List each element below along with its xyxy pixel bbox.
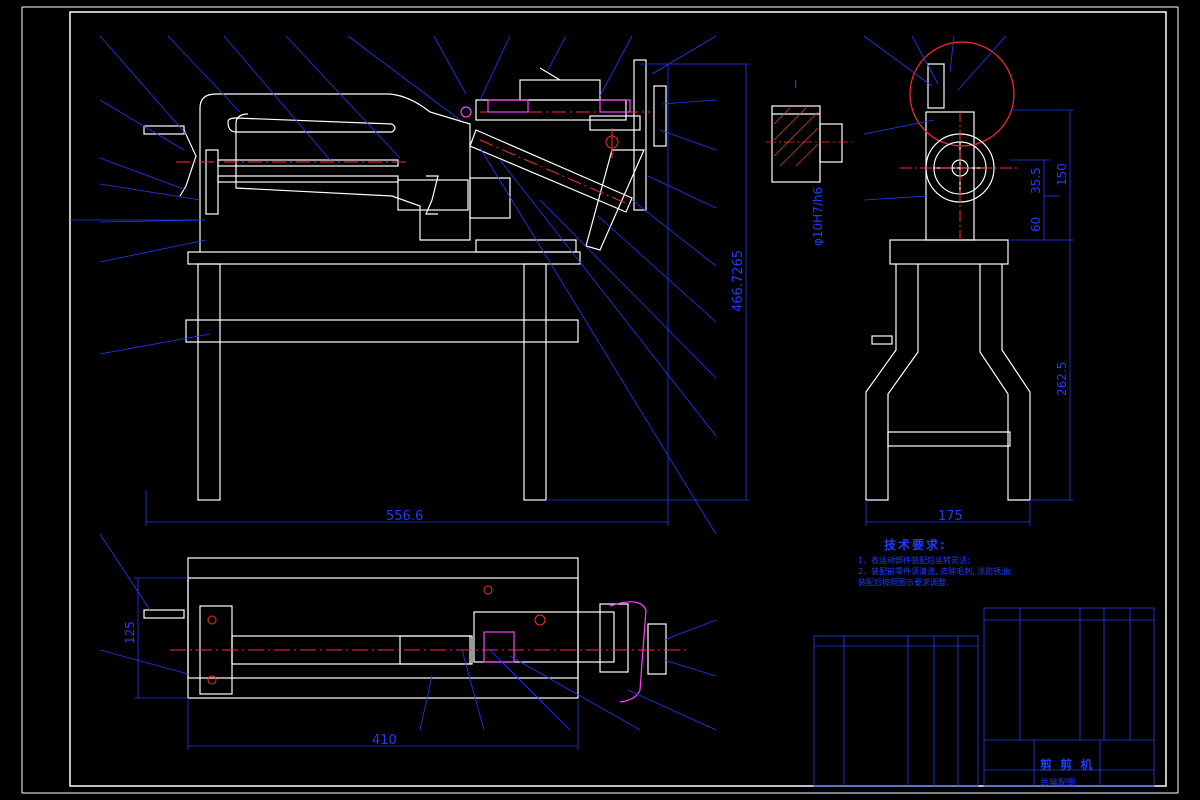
- detail-view: [771, 105, 843, 183]
- notes-title: 技术要求:: [884, 538, 947, 552]
- side-view: [865, 41, 1031, 501]
- dim-height-main: 466.7265: [731, 250, 746, 312]
- dim-side-h3: 60: [1029, 217, 1043, 232]
- note-line-1: 1、各运动部件装配后运转灵活;: [858, 556, 970, 565]
- dim-side-width: 175: [938, 509, 963, 524]
- technical-notes: 技术要求: 1、各运动部件装配后运转灵活; 2、装配前零件须清洗, 去除毛刺, …: [858, 538, 1012, 588]
- dim-side-h2: 35.5: [1029, 167, 1043, 194]
- front-leader-lines: [70, 35, 750, 535]
- dim-side-h1: 150: [1055, 163, 1069, 186]
- front-magenta-items: [460, 99, 631, 118]
- detail-hatch: [766, 107, 852, 167]
- inner-frame: [69, 11, 1167, 787]
- plan-leader-lines: [99, 533, 717, 750]
- side-leader-lines: [863, 35, 1074, 526]
- outer-frame: [21, 6, 1179, 794]
- title-block-subtitle: 总装配图: [1040, 779, 1077, 789]
- plan-magenta-items: [483, 601, 647, 703]
- dim-overall-length: 556.6: [386, 509, 423, 524]
- dim-side-h4: 262.5: [1055, 362, 1069, 396]
- front-view: [143, 59, 667, 501]
- plan-red-items: [170, 585, 690, 685]
- detail-label: I: [794, 78, 797, 91]
- dim-plan-width: 125: [123, 621, 137, 644]
- dim-fit: φ10H7/h6: [811, 187, 825, 246]
- note-line-2: 2、装配前零件须清洗, 去除毛刺, 涂防锈油;: [858, 567, 1012, 576]
- dim-plan-length: 410: [372, 733, 397, 748]
- title-block-name: 剪 剪 机: [1040, 758, 1095, 772]
- note-line-3: 装配后按照图示要求调整.: [858, 578, 949, 587]
- plan-view: [143, 557, 667, 699]
- parts-list: [813, 607, 1155, 787]
- side-center-lines: [900, 110, 1020, 240]
